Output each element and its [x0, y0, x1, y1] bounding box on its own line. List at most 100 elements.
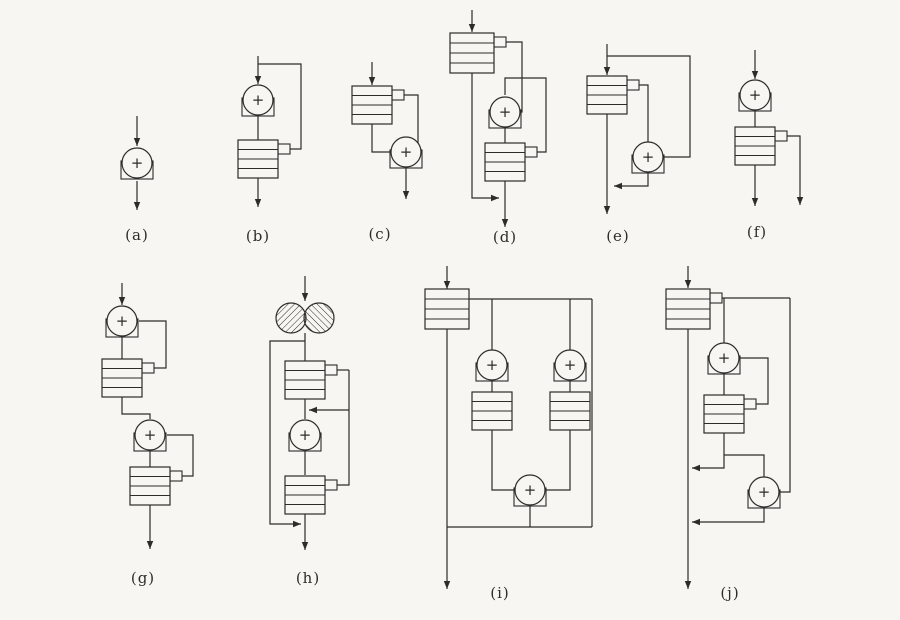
adder-circle	[134, 419, 166, 451]
arrowhead	[254, 76, 262, 84]
delay-register-block	[471, 391, 513, 431]
adder-circle	[289, 419, 321, 451]
adder-symbol: +	[105, 305, 139, 338]
arrowhead	[309, 406, 317, 414]
adder-circle	[708, 342, 740, 374]
adder-circle	[739, 79, 771, 111]
plus-sign: +	[116, 312, 129, 330]
signal-line	[607, 55, 691, 158]
block-tap	[391, 89, 405, 101]
plus-sign: +	[499, 103, 512, 121]
delay-register-block	[237, 139, 291, 179]
signal-line	[491, 430, 514, 491]
adder-symbol: +	[553, 349, 587, 382]
signal-arrow	[471, 73, 499, 199]
signal-arrow	[692, 433, 725, 469]
figure-label-d: (d)	[493, 228, 517, 246]
adder-circle	[390, 136, 422, 168]
adder-symbol: +	[738, 79, 772, 112]
adder-symbol: +	[288, 419, 322, 452]
block-tap	[324, 364, 338, 376]
figure-a: +(a)	[120, 116, 154, 244]
signal-line	[139, 320, 167, 369]
arrowhead	[443, 281, 451, 289]
plus-sign: +	[400, 143, 413, 161]
delay-register-block	[549, 391, 591, 431]
delay-register-block	[484, 142, 538, 182]
delay-register-block	[284, 475, 338, 515]
signal-line	[337, 370, 350, 486]
hatched-circle	[275, 302, 307, 334]
figure-c: + (c)	[351, 62, 423, 243]
figure-label-b: (b)	[246, 227, 270, 245]
adder-symbol: +	[389, 136, 423, 169]
arrowhead	[146, 541, 154, 549]
arrowhead	[301, 293, 309, 301]
arrowhead	[603, 206, 611, 214]
arrowhead	[133, 138, 141, 146]
arrowhead	[684, 581, 692, 589]
arrowhead	[614, 182, 622, 190]
figure-label-i: (i)	[490, 584, 510, 602]
arrowhead	[692, 518, 700, 526]
adder-symbol: +	[631, 141, 665, 174]
hatched-circle	[303, 302, 335, 334]
plus-sign: +	[131, 154, 144, 172]
plus-sign: +	[299, 426, 312, 444]
arrowhead	[684, 280, 692, 288]
arrowhead	[443, 581, 451, 589]
signal-line	[780, 298, 791, 493]
plus-sign: +	[749, 86, 762, 104]
signal-line	[371, 124, 390, 153]
block-tap	[524, 146, 538, 158]
block-tap	[324, 479, 338, 491]
figure-label-h: (h)	[296, 569, 320, 587]
block-tap	[626, 79, 640, 91]
plus-sign: +	[718, 349, 731, 367]
adder-circle	[554, 349, 586, 381]
adder-circle	[106, 305, 138, 337]
plus-sign: +	[564, 356, 577, 374]
delay-register-block	[424, 288, 470, 330]
arrowhead	[603, 67, 611, 75]
arrowhead	[796, 197, 804, 205]
plus-sign: +	[486, 356, 499, 374]
figure-g: ++(g)	[101, 283, 194, 587]
adder-circle	[476, 349, 508, 381]
arrowhead	[368, 77, 376, 85]
figure-label-f: (f)	[747, 223, 767, 241]
adder-symbol: +	[120, 147, 154, 180]
block-tap	[493, 36, 507, 48]
signal-arrow	[614, 173, 649, 187]
figure-label-e: (e)	[606, 227, 630, 245]
plus-sign: +	[642, 148, 655, 166]
block-tap	[709, 292, 723, 304]
signal-line	[639, 84, 649, 142]
adder-symbol: +	[707, 342, 741, 375]
arrowhead	[293, 520, 301, 528]
adder-circle	[489, 96, 521, 128]
arrowhead	[468, 24, 476, 32]
delay-register-block	[449, 32, 507, 74]
adder-symbol: +	[488, 96, 522, 129]
delay-register-block	[284, 360, 338, 400]
figure-label-c: (c)	[368, 225, 391, 243]
figure-i: +++(i)	[424, 266, 593, 602]
adder-symbol: +	[475, 349, 509, 382]
figure-h: + (h)	[269, 276, 350, 587]
block-tap	[169, 470, 183, 482]
block-tap	[141, 362, 155, 374]
block-tap	[277, 143, 291, 155]
signal-arrow	[269, 340, 305, 525]
signal-line	[167, 434, 194, 477]
arrowhead	[491, 194, 499, 202]
adder-circle	[514, 474, 546, 506]
adder-circle	[242, 84, 274, 116]
signal-line	[740, 357, 769, 405]
figure-b: +(b)	[237, 56, 302, 245]
signal-arrow	[692, 508, 765, 523]
delay-register-block	[665, 288, 723, 330]
arrowhead	[692, 464, 700, 472]
arrowhead	[751, 71, 759, 79]
